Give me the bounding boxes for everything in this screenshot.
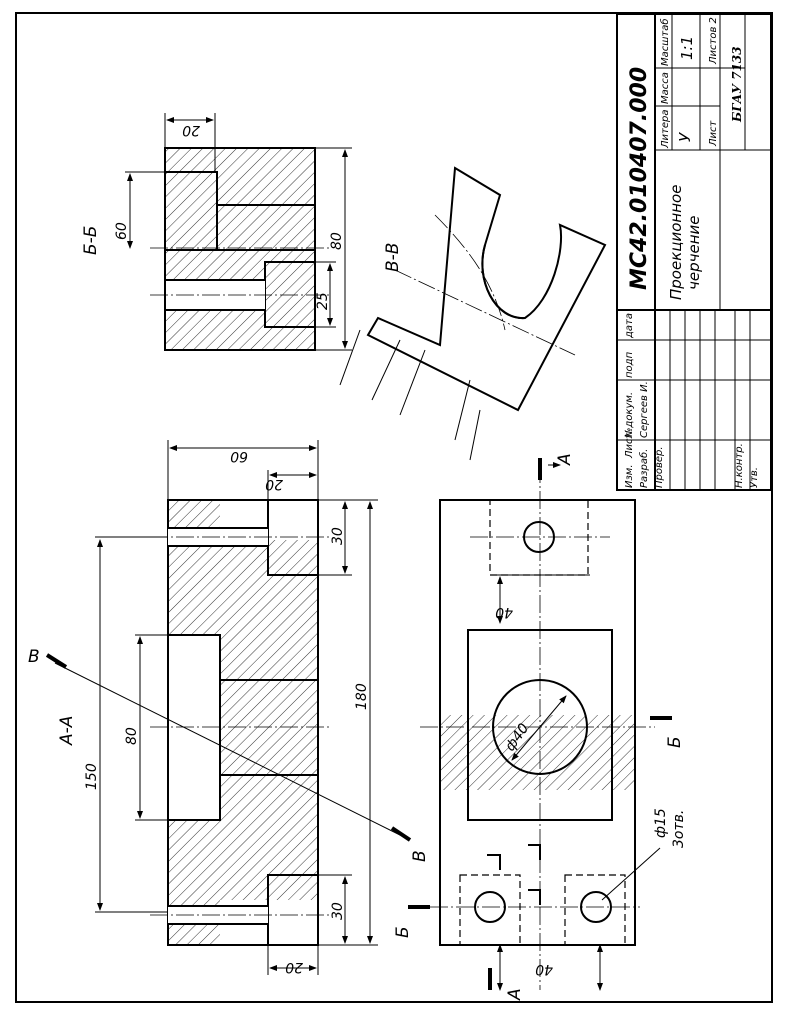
title-block: МС42.010407.000 Проекционное черчение БГ… xyxy=(616,13,772,491)
section-bb-view: 20 60 80 25 Б-Б xyxy=(81,113,352,351)
row-approved: Утв. xyxy=(749,467,760,488)
cut-label-b-right: Б xyxy=(665,736,685,748)
scale-value: 1:1 xyxy=(678,36,696,60)
organization-code: БГАУ 7133 xyxy=(730,46,744,123)
dim-30-bottom: 30 xyxy=(330,902,346,920)
dim-40-upper: 40 xyxy=(495,604,513,620)
col-sign: подп xyxy=(624,351,635,378)
dim-30-top: 30 xyxy=(330,527,346,545)
bb-dim-60: 60 xyxy=(114,222,130,240)
dim-60: 60 xyxy=(230,448,248,464)
col-sheet: Лист xyxy=(624,431,635,459)
cut-label-b-left: Б xyxy=(393,926,413,938)
col-change: Изм. xyxy=(624,464,635,488)
dim-150: 150 xyxy=(84,763,100,790)
document-number: МС42.010407.000 xyxy=(627,67,652,290)
sheet-frame xyxy=(15,12,773,1003)
row-developed: Разраб. xyxy=(638,449,650,488)
sheets-total: Листов 2 xyxy=(708,17,719,65)
section-vv-view: В-В xyxy=(339,166,607,461)
section-vv-label: В-В xyxy=(383,243,403,272)
dim-phi15: ф15 xyxy=(653,808,669,838)
top-view: ф40 40 40 ф15 3отв. xyxy=(393,453,687,1001)
section-aa-label: А-А xyxy=(57,716,77,746)
row-developer-name: Сергеев И. xyxy=(639,381,650,438)
header-scale: Масштаб xyxy=(659,18,671,66)
dim-20-top: 20 xyxy=(265,476,283,492)
drawing-title-line1: Проекционное xyxy=(667,185,685,300)
header-mass: Масса xyxy=(660,72,671,104)
cut-label-v-bottom: В xyxy=(410,850,430,862)
cut-label-a-top: А xyxy=(555,453,575,466)
letter-value: У xyxy=(676,132,694,142)
sheet-label: Лист xyxy=(708,119,719,147)
bb-dim-80: 80 xyxy=(329,232,345,250)
section-bb-label: Б-Б xyxy=(81,226,101,255)
dim-180: 180 xyxy=(354,683,370,710)
cut-label-v-top: В xyxy=(28,647,40,667)
section-aa-view: В В А-А 150 80 180 30 30 20 xyxy=(28,440,430,975)
dim-80: 80 xyxy=(124,727,140,745)
row-ncontrol: Н.контр. xyxy=(734,443,745,488)
bb-dim-25: 25 xyxy=(315,292,331,310)
col-doc: №докум. xyxy=(624,392,635,439)
cut-label-a-bottom: А xyxy=(505,988,525,1001)
bb-dim-20: 20 xyxy=(182,122,200,138)
col-date: дата xyxy=(624,313,635,339)
row-checked: Провер. xyxy=(654,446,665,488)
dim-20-bottom: 20 xyxy=(285,959,303,975)
dim-3holes: 3отв. xyxy=(671,810,687,848)
dim-40-lower: 40 xyxy=(535,961,553,977)
header-letter: Литера xyxy=(660,110,671,149)
drawing-title-line2: черчение xyxy=(685,216,703,291)
